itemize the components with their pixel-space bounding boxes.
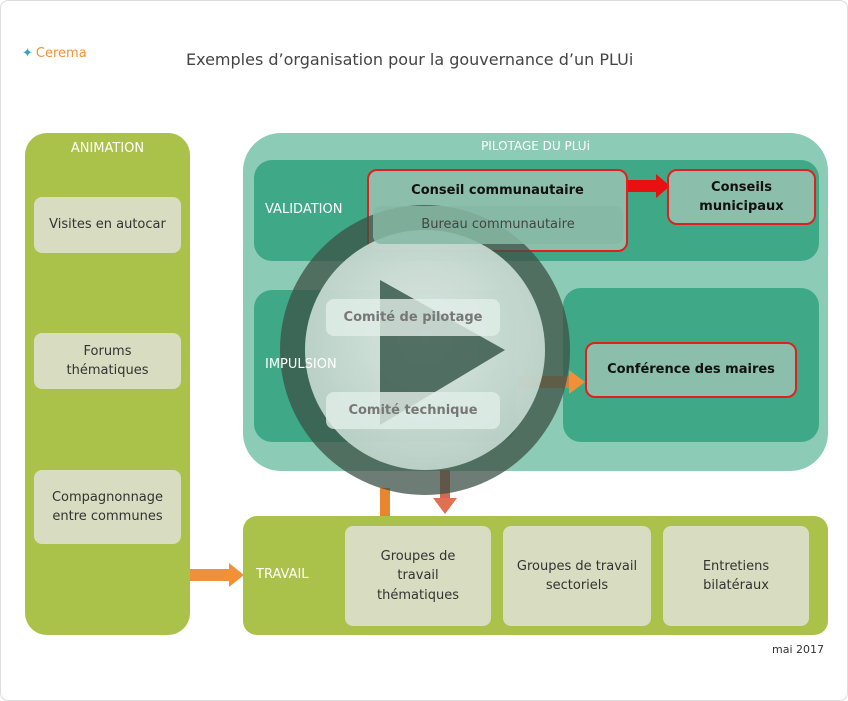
travail-item: Entretiens bilatéraux <box>663 526 809 626</box>
travail-panel: TRAVAIL Groupes de travail thématiques G… <box>243 516 828 635</box>
animation-item: Forums thématiques <box>34 333 181 389</box>
arrow-head-icon <box>229 563 244 587</box>
travail-label: TRAVAIL <box>256 567 309 582</box>
date-label: mai 2017 <box>771 643 824 656</box>
arrow-head-icon <box>433 498 457 514</box>
animation-column: ANIMATION Visites en autocar Forums thém… <box>25 133 190 635</box>
page-title: Exemples d’organisation pour la gouverna… <box>186 50 634 69</box>
conseils-municipaux-box: Conseils municipaux <box>667 169 816 225</box>
arrow-head-icon <box>656 174 670 198</box>
arrow-up-icon <box>380 488 390 516</box>
validation-label: VALIDATION <box>265 202 343 217</box>
arrow-right-icon <box>628 180 658 192</box>
animation-item: Visites en autocar <box>34 197 181 253</box>
cerema-logo-icon: ✦ <box>22 46 33 61</box>
play-icon <box>380 280 505 425</box>
pilotage-heading: PILOTAGE DU PLUi <box>481 139 590 153</box>
travail-item: Groupes de travail sectoriels <box>503 526 651 626</box>
arrow-right-icon <box>190 569 230 581</box>
animation-item: Compagnonnage entre communes <box>34 470 181 544</box>
animation-heading: ANIMATION <box>70 141 145 156</box>
arrow-head-icon <box>569 370 585 394</box>
play-button[interactable] <box>280 205 570 495</box>
logo: ✦Cerema <box>22 46 87 61</box>
conference-maires-box: Conférence des maires <box>585 342 797 398</box>
travail-item: Groupes de travail thématiques <box>345 526 491 626</box>
